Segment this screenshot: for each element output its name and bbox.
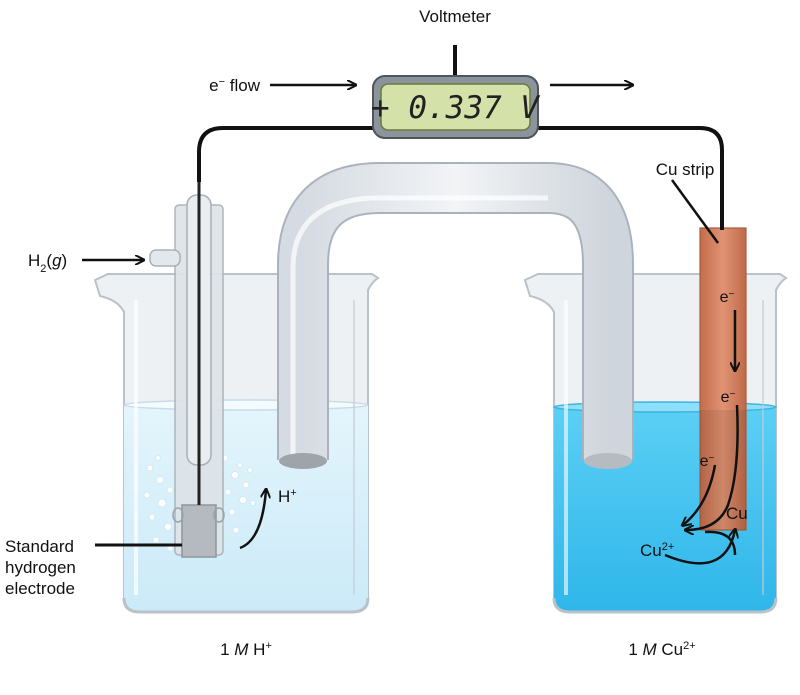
right-beaker <box>523 273 788 614</box>
platinum-plate <box>181 504 217 558</box>
salt-bridge <box>277 162 634 469</box>
electron-short-arrow <box>683 464 717 525</box>
arrows <box>82 85 739 565</box>
she-label-line-2: hydrogen <box>5 558 76 577</box>
h2-gas-label: H2(g) <box>28 251 67 275</box>
left-solution-surface <box>123 399 369 411</box>
cu-strip-pointer-line <box>670 179 720 244</box>
hydrogen-electrode <box>149 180 225 558</box>
external-circuit-wire <box>197 45 724 230</box>
she-label-line-3: electrode <box>5 579 75 598</box>
gas-inlet <box>149 249 181 267</box>
electron-flow-label: e− flow <box>209 76 261 95</box>
salt-bridge-plug-left <box>279 453 327 469</box>
left-beaker <box>93 273 380 614</box>
right-solution-label: 1 M Cu2+ <box>628 640 695 659</box>
cu-metal-label: Cu <box>726 504 748 523</box>
copper-strip <box>699 227 747 531</box>
she-label-line-1: Standard <box>5 537 74 556</box>
standard-hydrogen-electrode-label: Standard hydrogen electrode <box>5 537 76 598</box>
voltmeter-reading: + 0.337 V <box>371 90 541 126</box>
salt-bridge-plug-right <box>584 453 632 469</box>
voltmeter-display <box>380 83 531 131</box>
cu-strip-label: Cu strip <box>656 160 715 179</box>
left-solution-label: 1 M H+ <box>220 640 272 659</box>
electron-curve-arrow <box>686 404 739 530</box>
voltmeter: + 0.337 V <box>371 75 541 139</box>
h-plus-arrow <box>239 490 266 550</box>
cu-ion-deposit-arrow <box>664 530 735 565</box>
cu-ion-curve <box>704 530 737 556</box>
voltmeter-label: Voltmeter <box>419 7 491 26</box>
